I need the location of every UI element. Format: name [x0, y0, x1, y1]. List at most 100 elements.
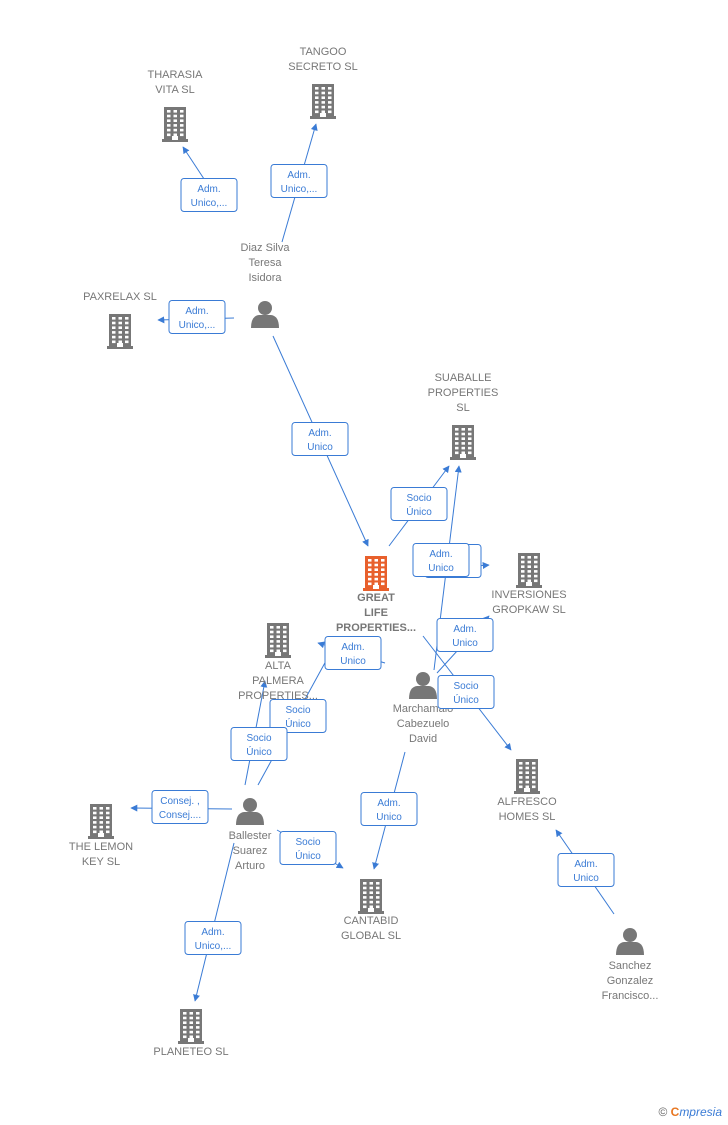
node-alta[interactable]: ALTAPALMERAPROPERTIES... [238, 623, 318, 702]
node-label: CANTABID [344, 915, 399, 927]
edge-label-text: Único [406, 505, 432, 518]
node-label: LIFE [364, 607, 388, 619]
node-label: VITA SL [155, 84, 195, 96]
node-label: THE LEMON [69, 841, 133, 853]
edge-label-text: Unico [307, 442, 333, 453]
edge-label-diaz-tangoo[interactable]: Adm.Unico,... [270, 164, 328, 198]
node-great[interactable]: GREAT LIFE PROPERTIES... [336, 556, 416, 634]
node-paxrelax[interactable]: PAXRELAX SL [83, 291, 157, 349]
edge-label-text: Unico [452, 638, 478, 649]
building-icon[interactable] [178, 1009, 204, 1044]
person-icon[interactable] [616, 928, 644, 955]
node-label: PROPERTIES... [336, 622, 416, 634]
node-label: Gonzalez [607, 975, 653, 987]
edge-label-text: Adm. [185, 306, 208, 317]
node-label: PROPERTIES [428, 387, 499, 399]
building-icon[interactable] [107, 314, 133, 349]
edge-label-text: Adm. [201, 927, 224, 938]
node-label: Ballester [229, 830, 272, 842]
edge-label-diaz-tharasia[interactable]: Adm. Unico,... [180, 178, 238, 212]
edge-label-text: Unico,... [195, 941, 232, 952]
node-label: David [409, 733, 437, 745]
edge-label-text: Consej. , [160, 796, 199, 807]
node-label: TANGOO [300, 46, 347, 58]
edge-label-text: Socio [246, 733, 271, 744]
edge-label-text: Adm. [341, 642, 364, 653]
person-icon[interactable] [236, 798, 264, 825]
edge-label-diaz-paxrelax[interactable]: Adm. Unico,... [168, 300, 226, 334]
node-planeteo[interactable]: PLANETEO SL [153, 1009, 229, 1058]
building-icon[interactable] [516, 553, 542, 588]
person-icon[interactable] [409, 672, 437, 699]
node-lemon[interactable]: THE LEMON KEY SL [69, 804, 133, 868]
copyright-symbol: © [658, 1105, 668, 1119]
node-label: PLANETEO SL [153, 1046, 228, 1058]
node-label: Teresa [248, 257, 282, 269]
node-label: Francisco... [602, 990, 659, 1002]
edge-label-sanchez-alfresco[interactable]: Adm.Unico [557, 853, 615, 887]
footer-brand[interactable]: © Cmpresia [658, 1105, 722, 1119]
edge-label-ballester-planeteo[interactable]: Adm. Unico,... [184, 921, 242, 955]
node-label: SL [456, 402, 469, 414]
edge-label-marchamalo-suaballe[interactable]: Adm. Unico [412, 543, 470, 577]
edge-label-text: Adm. [453, 624, 476, 635]
building-icon[interactable] [88, 804, 114, 839]
node-label: Isidora [248, 272, 282, 284]
building-icon[interactable] [265, 623, 291, 658]
edge-label-text: Socio [295, 837, 320, 848]
edge-label-text: Consej.... [159, 810, 201, 821]
edge-labels-layer: Adm. Unico,... Adm. Unico,... Adm. Unico,... A… [151, 164, 615, 955]
node-label: Arturo [235, 860, 265, 872]
edge-label-text: Único [285, 717, 311, 730]
edge-label-text: Unico,... [179, 320, 216, 331]
edge-label-diaz-great[interactable]: Adm. Unico [291, 422, 349, 456]
node-label: Sanchez [609, 960, 652, 972]
building-icon[interactable] [450, 425, 476, 460]
node-tharasia[interactable]: THARASIA VITA SL [147, 69, 203, 142]
building-icon[interactable] [358, 879, 384, 914]
node-sanchez[interactable]: SanchezGonzalezFrancisco... [602, 928, 659, 1002]
edge-label-text: Socio [406, 493, 431, 504]
node-label: GREAT [357, 592, 395, 604]
edge-label-text: Único [295, 849, 321, 862]
nodes-layer: THARASIA VITA SL TANGOO SECRETO SL PAXRELAX … [69, 46, 659, 1058]
building-icon[interactable] [514, 759, 540, 794]
edge-label-marchamalo-cantabid[interactable]: Adm.Unico [360, 792, 418, 826]
node-label: ALTA [265, 660, 292, 672]
building-icon[interactable] [310, 84, 336, 119]
node-label: KEY SL [82, 856, 120, 868]
edge-label-marchamalo-inversiones[interactable]: Adm. Unico [436, 618, 494, 652]
edge-label-text: Adm. [308, 428, 331, 439]
building-icon[interactable] [363, 556, 389, 591]
node-cantabid[interactable]: CANTABID GLOBAL SL [341, 879, 401, 942]
node-label: PALMERA [252, 675, 304, 687]
edge-label-text: Adm. [429, 549, 452, 560]
edge-label-text: Unico [428, 563, 454, 574]
node-label: THARASIA [147, 69, 203, 81]
node-label: SECRETO SL [288, 61, 358, 73]
node-tangoo[interactable]: TANGOO SECRETO SL [288, 46, 358, 119]
edge-label-text: Adm. [197, 184, 220, 195]
node-label: Suarez [233, 845, 268, 857]
building-icon[interactable] [162, 107, 188, 142]
edge-label-text: Socio [285, 705, 310, 716]
person-icon[interactable] [251, 301, 279, 328]
edge-label-text: Unico,... [191, 198, 228, 209]
node-label: Diaz Silva [241, 242, 291, 254]
edge-label-ballester-lemon[interactable]: Consej. , Consej.... [151, 790, 209, 824]
edge-label-marchamalo-great[interactable]: Adm.Unico [324, 636, 382, 670]
node-label: GLOBAL SL [341, 930, 401, 942]
edge-label-text: Unico [376, 812, 402, 823]
edge-label-text: Único [453, 693, 479, 706]
